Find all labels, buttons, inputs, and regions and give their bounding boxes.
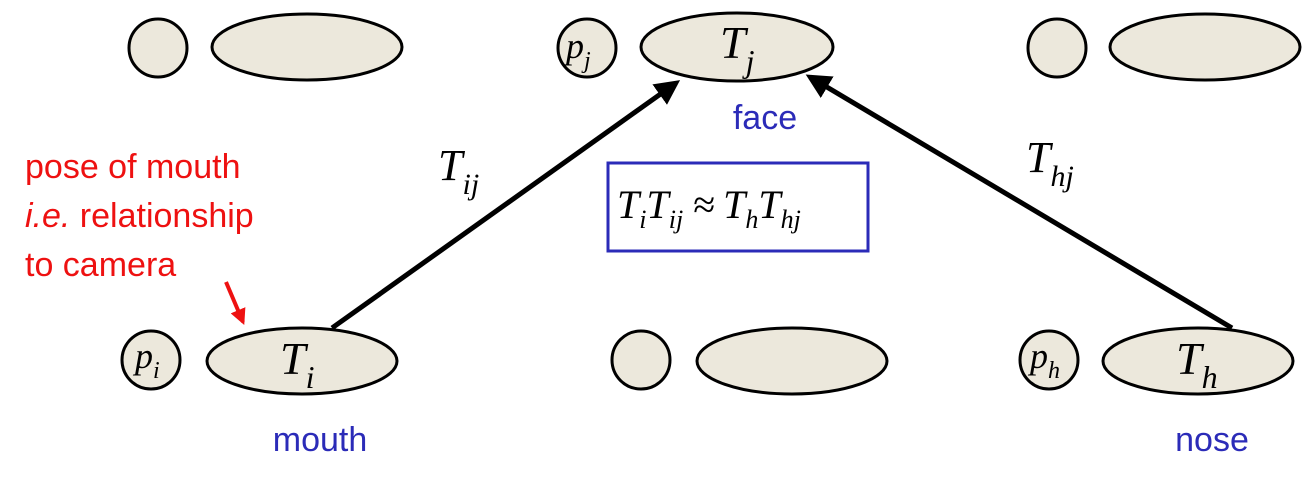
face-transform-label: Tj: [720, 17, 755, 79]
top-right-circle: [1026, 17, 1088, 79]
nose-to-face-transform-label: Thj: [1026, 133, 1074, 193]
top-right-part: [1026, 12, 1302, 82]
nose-part: ph Th nose: [1018, 326, 1295, 459]
top-left-circle: [127, 17, 189, 79]
mouth-position-circle: [120, 329, 182, 391]
top-left-part: [127, 12, 404, 82]
face-part-name: face: [733, 99, 797, 137]
consistency-equation: TiTij≈ThThj: [606, 161, 870, 253]
face-position-circle: [556, 17, 618, 79]
mouth-ellipse: [205, 326, 399, 396]
mouth-part-name: mouth: [273, 421, 368, 459]
top-left-ellipse: [210, 12, 404, 82]
mouth-to-face-transform-label: Tij: [438, 141, 479, 201]
annotation-arrow: [224, 281, 246, 325]
mouth-position-label: pi: [132, 336, 160, 384]
mouth-pose-annotation: pose of mouth i.e. relationship to camer…: [25, 148, 254, 325]
nose-transform-label: Th: [1176, 333, 1218, 395]
nose-to-face-arrow: [805, 74, 1234, 331]
mouth-to-face-arrow: [330, 80, 681, 331]
equation-text: TiTij≈ThThj: [617, 182, 801, 234]
annotation-line-1: pose of mouth: [25, 148, 240, 186]
mouth-part: pi Ti mouth: [120, 326, 399, 459]
bottom-center-circle: [610, 329, 672, 391]
face-part: pj Tj face: [556, 11, 835, 137]
nose-position-circle: [1018, 329, 1080, 391]
face-position-label: pj: [563, 26, 591, 74]
annotation-line-3: to camera: [25, 246, 176, 284]
face-ellipse: [639, 11, 835, 83]
annotation-line-2: i.e. relationship: [25, 197, 254, 235]
nose-ellipse: [1101, 326, 1295, 396]
mouth-transform-label: Ti: [280, 333, 314, 395]
equation-box: [606, 161, 870, 253]
nose-part-name: nose: [1175, 421, 1249, 459]
top-right-ellipse: [1108, 12, 1302, 82]
bottom-center-part: [610, 326, 889, 396]
nose-position-label: ph: [1027, 336, 1060, 384]
bottom-center-ellipse: [695, 326, 889, 396]
